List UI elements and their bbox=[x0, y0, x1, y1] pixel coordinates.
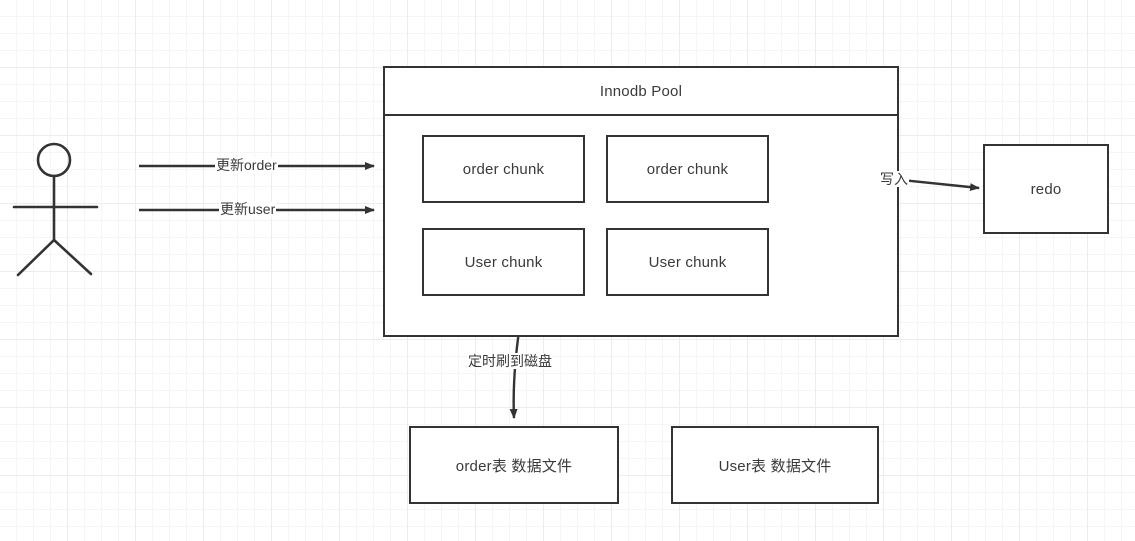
redo-log-box[interactable]: redo bbox=[983, 144, 1109, 234]
order-table-data-file-box[interactable]: order表 数据文件 bbox=[409, 426, 619, 504]
user-chunk-1[interactable]: User chunk bbox=[422, 228, 585, 296]
user-actor-figure bbox=[12, 142, 99, 277]
order-chunk-1[interactable]: order chunk bbox=[422, 135, 585, 203]
edge-label-update-user: 更新user bbox=[219, 201, 277, 217]
order-chunk-2[interactable]: order chunk bbox=[606, 135, 769, 203]
edge-label-flush-to-disk: 定时刷到磁盘 bbox=[467, 353, 553, 369]
innodb-pool-title: Innodb Pool bbox=[385, 68, 897, 116]
user-chunk-2[interactable]: User chunk bbox=[606, 228, 769, 296]
edge-label-write-redo: 写入 bbox=[879, 171, 909, 187]
user-table-data-file-box[interactable]: User表 数据文件 bbox=[671, 426, 879, 504]
edge-label-update-order: 更新order bbox=[215, 157, 278, 173]
